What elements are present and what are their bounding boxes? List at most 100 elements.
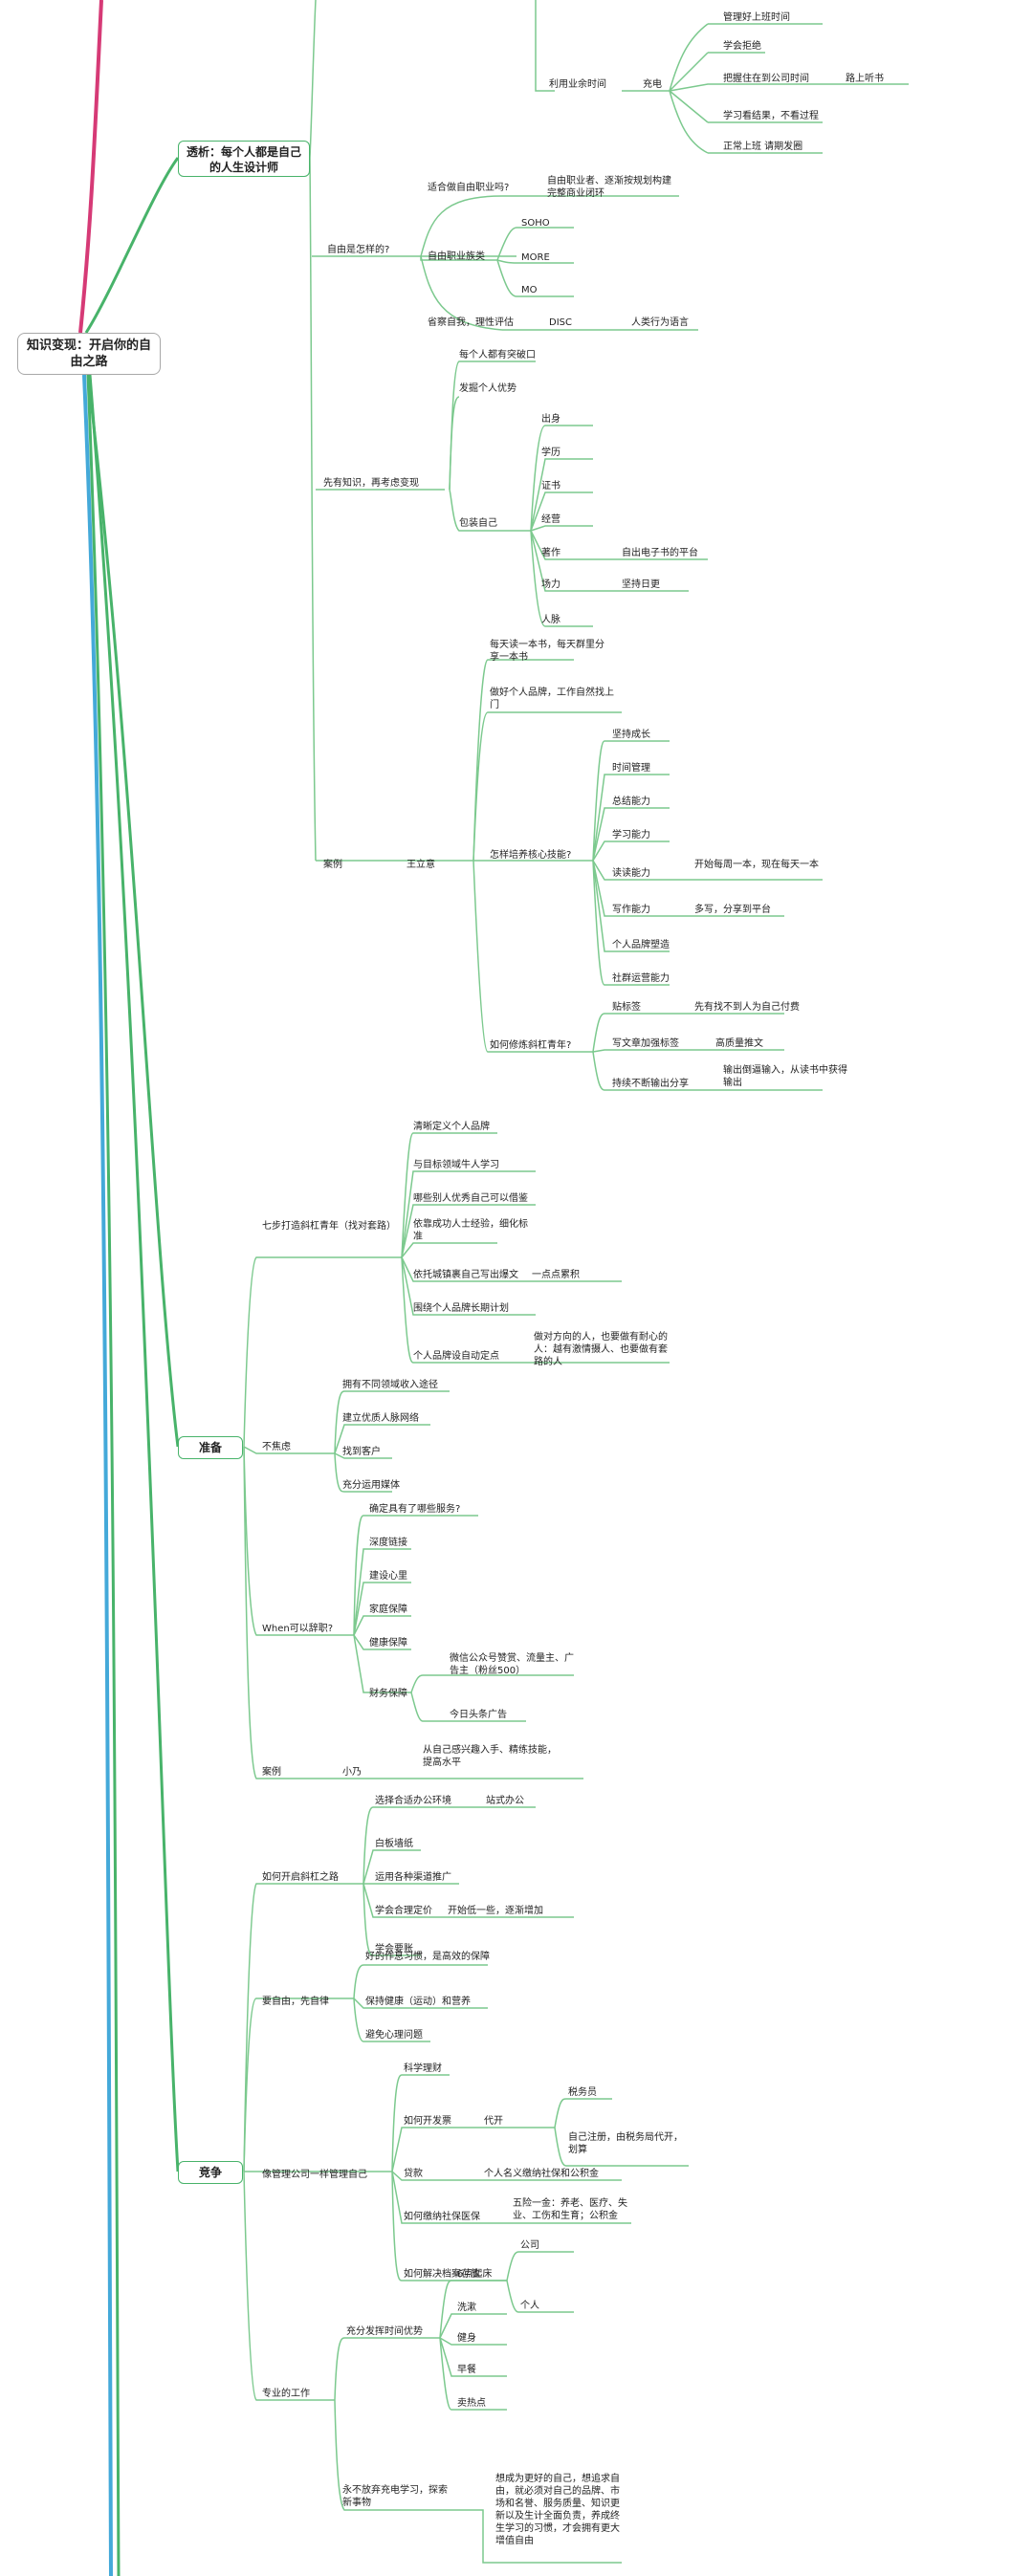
node-health[interactable]: 健康保障 — [369, 1638, 407, 1648]
node-learn-result[interactable]: 学习看结果，不看过程 — [723, 111, 819, 121]
node-disc[interactable]: DISC — [549, 317, 572, 328]
node-soho[interactable]: SOHO — [521, 218, 550, 229]
root-node[interactable]: 知识变现：开启你的自由之路 — [17, 333, 161, 375]
node-read[interactable]: 读读能力 — [612, 868, 650, 879]
node-learn-top[interactable]: 与目标领域牛人学习 — [413, 1160, 499, 1170]
node-when[interactable]: When可以辞职? — [262, 1624, 334, 1634]
node-tax[interactable]: 税务员 — [568, 2087, 597, 2098]
node-fit[interactable]: 健身 — [457, 2333, 476, 2344]
node-edu[interactable]: 学历 — [541, 448, 560, 458]
node-explore[interactable]: 发掘个人优势 — [459, 383, 516, 394]
node-habit[interactable]: 好的作息习惯，是高效的保障 — [365, 1952, 490, 1962]
node-agent[interactable]: 代开 — [484, 2116, 503, 2127]
node-tag-desc[interactable]: 先有找不到人为自己付费 — [694, 1002, 800, 1013]
node-article-desc[interactable]: 高质量推文 — [715, 1038, 763, 1049]
node-reject[interactable]: 学会拒绝 — [723, 41, 761, 52]
node-listen-book[interactable]: 路上听书 — [846, 74, 884, 84]
node-hot[interactable]: 卖热点 — [457, 2398, 486, 2409]
node-headline[interactable]: 今日头条广告 — [450, 1710, 507, 1720]
node-gap[interactable]: 每个人都有突破口 — [459, 350, 536, 360]
node-know-title[interactable]: 先有知识，再考虑变现 — [323, 478, 419, 489]
node-insure-desc[interactable]: 五险一金：养老、医疗、失业、工伤和生育；公积金 — [513, 2198, 627, 2221]
node-person[interactable]: 个人 — [520, 2301, 539, 2311]
node-copy[interactable]: 哪些别人优秀自己可以借鉴 — [413, 1193, 528, 1204]
node-sure[interactable]: 确定具有了哪些服务? — [369, 1504, 461, 1515]
node-personal[interactable]: 个人品牌设自动定点 — [413, 1351, 499, 1362]
node-bargain[interactable]: 学会要账 — [375, 1944, 413, 1954]
node-prep-case-desc[interactable]: 从自己感兴趣入手、精练技能，提高水平 — [423, 1745, 557, 1768]
node-network[interactable]: 人脉 — [541, 615, 560, 625]
node-influence-desc[interactable]: 坚持日更 — [622, 579, 660, 590]
node-brand2[interactable]: 个人品牌塑造 — [612, 940, 670, 950]
node-multi[interactable]: 拥有不同领域收入途径 — [342, 1380, 438, 1390]
node-pro[interactable]: 专业的工作 — [262, 2389, 310, 2399]
node-social[interactable]: 社群运营能力 — [612, 973, 670, 984]
node-insure[interactable]: 如何缴纳社保医保 — [404, 2212, 480, 2222]
node-core[interactable]: 怎样培养核心技能? — [490, 850, 572, 861]
node-prep-case[interactable]: 案例 — [262, 1767, 281, 1778]
node-finance[interactable]: 科学理财 — [404, 2063, 442, 2074]
node-normal-work[interactable]: 正常上班 请期发圈 — [723, 142, 803, 152]
node-learn[interactable]: 学习能力 — [612, 830, 650, 840]
node-prep-case-name[interactable]: 小乃 — [342, 1767, 362, 1778]
node-mo[interactable]: MO — [521, 285, 538, 295]
node-promote[interactable]: 运用各种渠道推广 — [375, 1872, 451, 1883]
node-more[interactable]: MORE — [521, 252, 550, 263]
node-breakfast[interactable]: 早餐 — [457, 2365, 476, 2375]
node-how-kol[interactable]: 如何修炼斜杠青年? — [490, 1040, 572, 1051]
node-never-desc[interactable]: 想成为更好的自己，想追求自由，就必须对自己的品牌、市场和名誉、服务质量、知识更新… — [495, 2474, 620, 2546]
node-exp[interactable]: 经营 — [541, 514, 560, 525]
node-family[interactable]: 家庭保障 — [369, 1605, 407, 1615]
node-manage[interactable]: 像管理公司一样管理自己 — [262, 2170, 367, 2180]
node-worry[interactable]: 不焦虑 — [262, 1442, 291, 1452]
node-write-desc[interactable]: 多写，分享到平台 — [694, 905, 771, 915]
node-output[interactable]: 持续不断输出分享 — [612, 1079, 689, 1089]
node-time[interactable]: 时间管理 — [612, 763, 650, 774]
node-origin[interactable]: 出身 — [541, 414, 560, 425]
node-charge[interactable]: 充电 — [643, 79, 662, 90]
node-good-commute[interactable]: 把握住在到公司时间 — [723, 74, 809, 84]
node-personal-desc[interactable]: 做对方向的人，也要做有耐心的人：越有激情摄人、也要做有套路的人 — [534, 1332, 668, 1367]
node-self[interactable]: 要自由，先自律 — [262, 1997, 329, 2007]
node-use-spare[interactable]: 利用业余时间 — [549, 79, 606, 90]
node-price-desc[interactable]: 开始低一些，逐渐增加 — [448, 1906, 543, 1916]
node-output-desc[interactable]: 输出倒逼输入，从读书中获得输出 — [723, 1065, 847, 1088]
node-suitable[interactable]: 适合做自由职业吗? — [428, 183, 510, 193]
node-find[interactable]: 找到客户 — [342, 1447, 381, 1457]
node-office[interactable]: 选择合适办公环境 — [375, 1796, 451, 1806]
node-disc-desc[interactable]: 人类行为语言 — [631, 317, 689, 328]
node-dep[interactable]: 依托城镇裹自己写出爆文 — [413, 1270, 518, 1280]
node-manage-commute[interactable]: 管理好上班时间 — [723, 12, 790, 23]
node-company[interactable]: 公司 — [520, 2240, 539, 2251]
node-invoice[interactable]: 如何开发票 — [404, 2116, 451, 2127]
node-seven[interactable]: 七步打造斜杠青年（找对套路） — [262, 1221, 396, 1232]
node-circle[interactable]: 围绕个人品牌长期计划 — [413, 1303, 509, 1314]
node-media[interactable]: 充分运用媒体 — [342, 1480, 400, 1491]
node-loan[interactable]: 贷款 — [404, 2169, 423, 2179]
node-keep[interactable]: 坚持成长 — [612, 730, 650, 740]
node-case-title[interactable]: 案例 — [323, 860, 342, 870]
node-archive[interactable]: 如何解决档案存放 — [404, 2269, 480, 2280]
section-prepare[interactable]: 准备 — [178, 1436, 243, 1459]
node-start[interactable]: 如何开启斜杠之路 — [262, 1872, 339, 1883]
node-six[interactable]: 6点起床 — [457, 2269, 493, 2280]
node-self-know[interactable]: 省察自我，理性评估 — [428, 317, 514, 328]
node-summary[interactable]: 总结能力 — [612, 797, 650, 807]
node-reg[interactable]: 自己注册，由税务局代开，划算 — [568, 2132, 683, 2155]
node-case-name[interactable]: 王立意 — [407, 860, 435, 870]
node-never[interactable]: 永不放弃充电学习，探索新事物 — [342, 2485, 448, 2508]
node-define[interactable]: 清晰定义个人品牌 — [413, 1122, 490, 1132]
node-deep[interactable]: 深度链接 — [369, 1538, 407, 1548]
node-tag[interactable]: 贴标签 — [612, 1002, 641, 1013]
node-read-desc[interactable]: 开始每周一本，现在每天一本 — [694, 860, 819, 870]
node-build[interactable]: 建设心里 — [369, 1571, 407, 1582]
node-works-desc[interactable]: 自出电子书的平台 — [622, 548, 698, 558]
node-write[interactable]: 写作能力 — [612, 905, 650, 915]
node-cert[interactable]: 证书 — [541, 481, 560, 491]
section-analysis[interactable]: 透析：每个人都是自己的人生设计师 — [178, 141, 310, 177]
node-influence[interactable]: 场力 — [541, 579, 560, 590]
section-compete[interactable]: 竞争 — [178, 2161, 243, 2184]
node-price[interactable]: 学会合理定价 — [375, 1906, 432, 1916]
node-daily[interactable]: 每天读一本书，每天群里分享一本书 — [490, 640, 604, 663]
node-brand[interactable]: 做好个人品牌，工作自然找上门 — [490, 688, 614, 710]
